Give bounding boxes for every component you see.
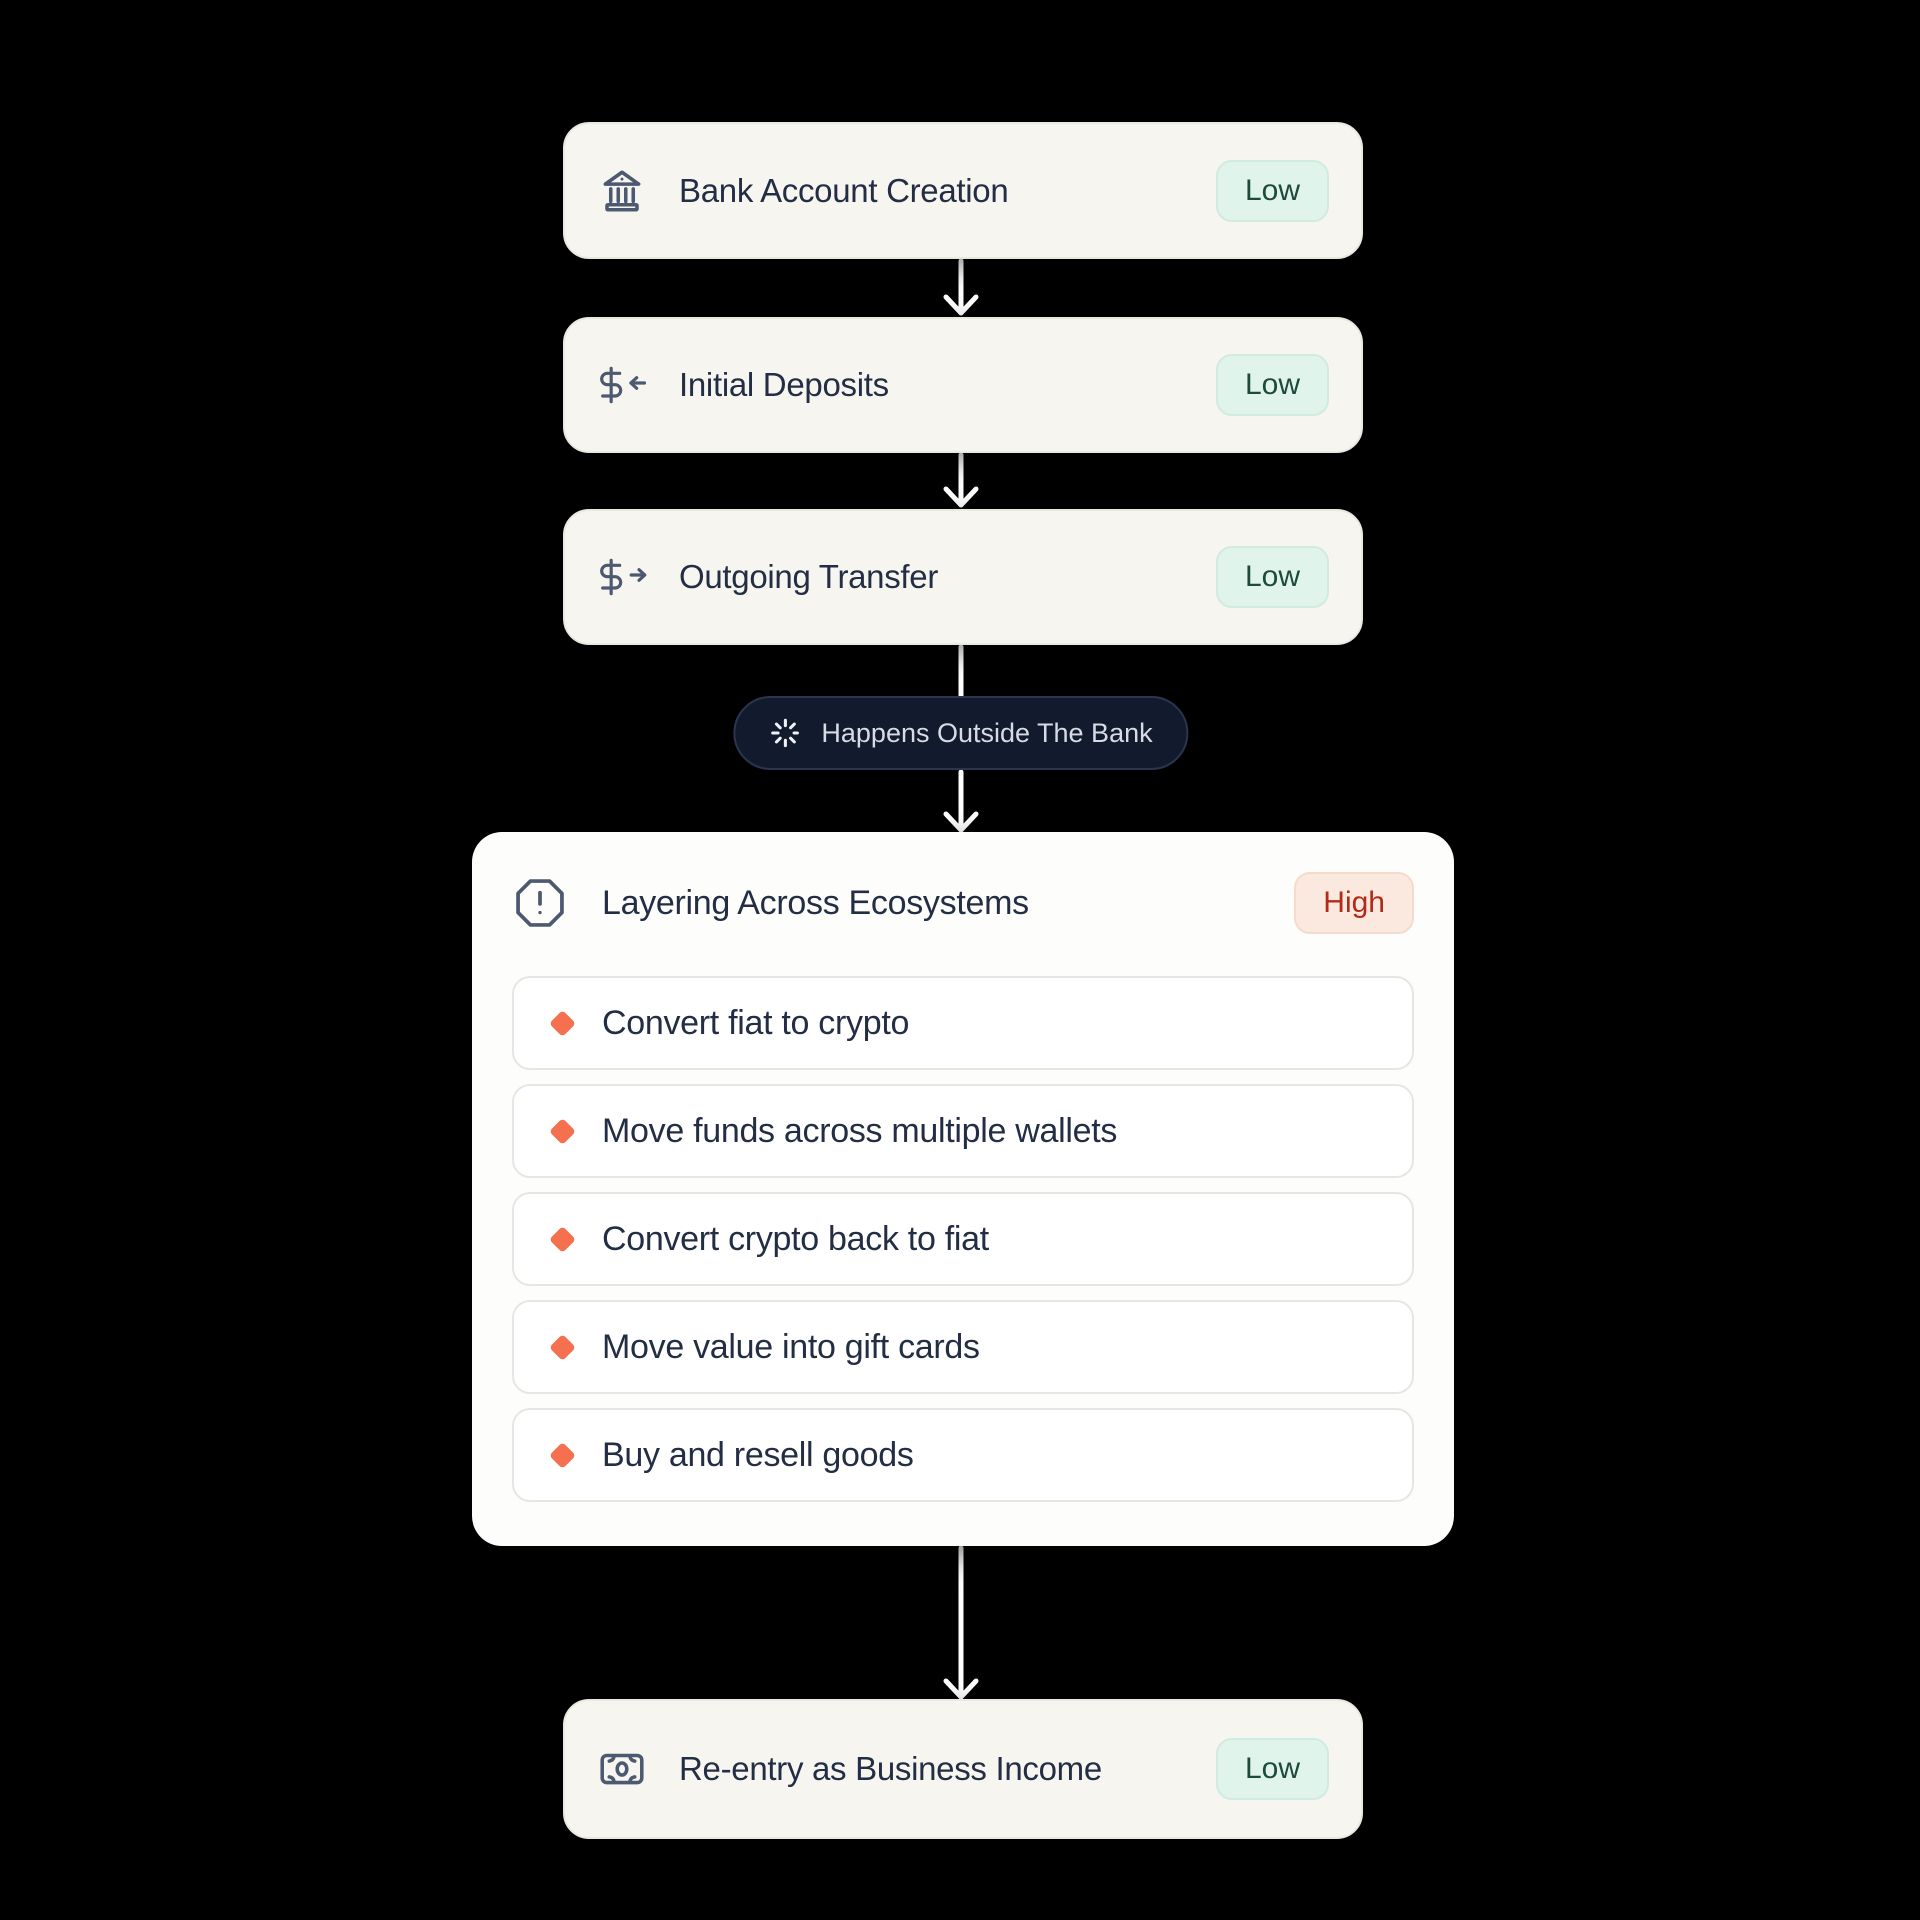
- risk-badge-low: Low: [1215, 546, 1329, 608]
- diamond-bullet-icon: [549, 1225, 576, 1253]
- node-label: Initial Deposits: [679, 366, 889, 403]
- flow-node-reentry-business-income: Re-entry as Business Income Low: [563, 1699, 1363, 1839]
- panel-title: Layering Across Ecosystems: [602, 883, 1029, 922]
- risk-item-label: Convert fiat to crypto: [602, 1003, 910, 1042]
- node-label: Outgoing Transfer: [679, 558, 939, 595]
- risk-list-item: Move value into gift cards: [512, 1300, 1414, 1394]
- risk-badge-low: Low: [1215, 159, 1329, 222]
- flow-node-initial-deposits: Initial Deposits Low: [563, 317, 1363, 453]
- node-label: Bank Account Creation: [679, 171, 1009, 209]
- outside-bank-pill-label: Happens Outside The Bank: [821, 717, 1153, 748]
- diamond-bullet-icon: [549, 1333, 576, 1361]
- risk-list-item: Buy and resell goods: [512, 1408, 1414, 1502]
- risk-item-label: Move funds across multiple wallets: [602, 1111, 1118, 1150]
- flow-node-layering-across-ecosystems: Layering Across Ecosystems High Convert …: [472, 832, 1454, 1546]
- dollar-arrow-in-icon: [597, 360, 647, 410]
- alert-octagon-icon: [512, 875, 568, 931]
- flow-node-bank-account-creation: Bank Account Creation Low: [563, 122, 1363, 259]
- risk-item-label: Buy and resell goods: [602, 1435, 914, 1474]
- risk-list-item: Convert fiat to crypto: [512, 976, 1414, 1070]
- diamond-bullet-icon: [549, 1117, 576, 1145]
- dollar-arrow-out-icon: [597, 552, 647, 602]
- banknote-icon: [597, 1744, 647, 1794]
- risk-badge-high: High: [1294, 872, 1414, 934]
- risk-badge-low: Low: [1215, 1738, 1329, 1800]
- risk-badge-low: Low: [1215, 354, 1329, 416]
- flow-node-outgoing-transfer: Outgoing Transfer Low: [563, 509, 1363, 645]
- outside-bank-pill: Happens Outside The Bank: [733, 696, 1189, 770]
- risk-item-label: Move value into gift cards: [602, 1327, 980, 1366]
- risk-list-item: Convert crypto back to fiat: [512, 1192, 1414, 1286]
- bank-landmark-icon: [597, 166, 647, 216]
- risk-item-label: Convert crypto back to fiat: [602, 1219, 989, 1258]
- loader-spinner-icon: [769, 717, 801, 749]
- diamond-bullet-icon: [549, 1009, 576, 1037]
- node-label: Re-entry as Business Income: [679, 1750, 1102, 1787]
- panel-header: Layering Across Ecosystems High: [512, 870, 1414, 936]
- diamond-bullet-icon: [549, 1441, 576, 1469]
- risk-list-item: Move funds across multiple wallets: [512, 1084, 1414, 1178]
